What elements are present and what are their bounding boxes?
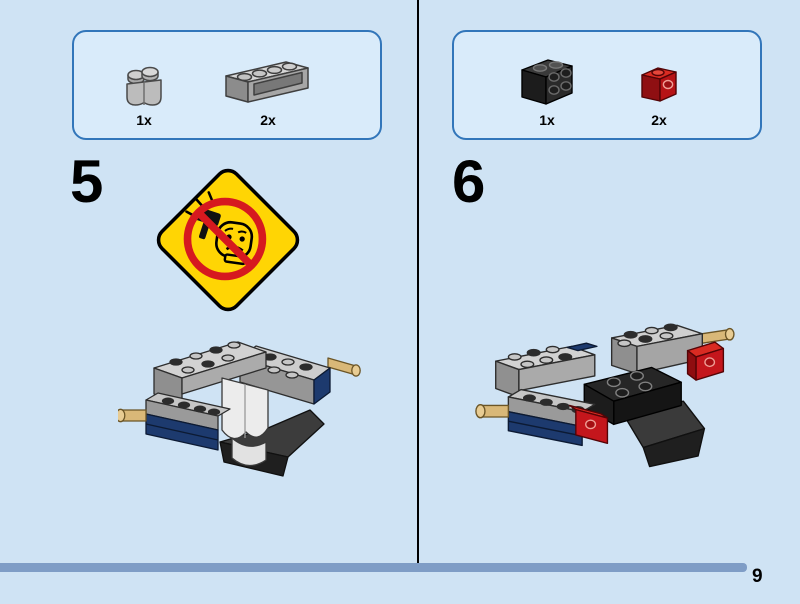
red-bracket-right <box>686 341 725 381</box>
gray-brick-1x4-icon <box>225 61 309 103</box>
part-count: 1x <box>539 112 555 129</box>
red-bracket-icon <box>641 67 677 102</box>
part-count: 1x <box>136 112 152 129</box>
blue-plates <box>145 413 219 451</box>
step-5-assembly-illustration <box>118 341 361 477</box>
white-curved-pieces <box>221 377 269 467</box>
part-item: 2x <box>220 56 316 129</box>
step-6-parts-box: 1x 2x <box>452 30 762 140</box>
step-5-parts-box: 1x 2x <box>72 30 382 140</box>
part-item: 1x <box>118 62 170 129</box>
do-not-hammer-warning-icon <box>156 168 300 312</box>
part-item: 2x <box>636 58 682 129</box>
tan-pin-left <box>118 408 147 423</box>
red-bracket-center <box>568 404 609 445</box>
part-count: 2x <box>260 112 276 129</box>
step-6-assembly-illustration <box>475 323 735 468</box>
tan-pin-right <box>327 357 361 377</box>
dark-base-wedge <box>623 400 706 468</box>
page-number: 9 <box>752 566 763 587</box>
progress-bar <box>0 563 747 572</box>
left-wing-bricks <box>153 341 267 405</box>
left-wing-bricks <box>495 342 598 398</box>
blue-plates <box>507 411 583 447</box>
right-wing-bricks <box>610 323 703 375</box>
gray-log-brick-icon <box>126 66 162 106</box>
step-number: 5 <box>70 148 104 215</box>
tan-pin-left <box>475 403 510 419</box>
black-bracket-icon <box>521 59 573 105</box>
prohibition-sign-icon <box>183 197 267 281</box>
part-item: 1x <box>516 52 578 129</box>
tan-pin-right <box>701 327 735 344</box>
column-divider <box>417 0 419 563</box>
step-number: 6 <box>452 148 486 215</box>
part-count: 2x <box>651 112 667 129</box>
black-bracket-plates <box>583 366 682 426</box>
